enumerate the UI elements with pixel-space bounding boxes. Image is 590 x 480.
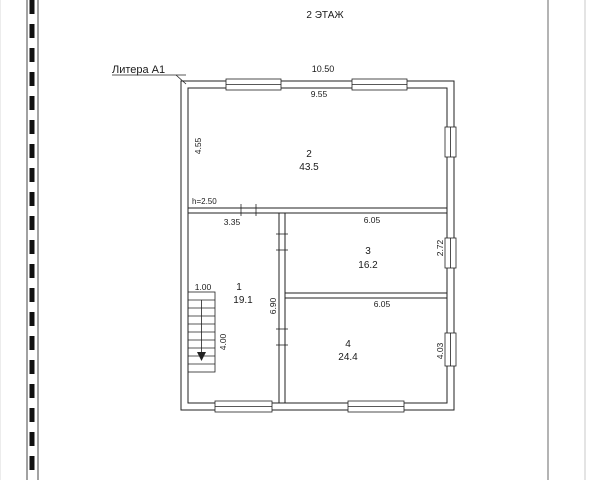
svg-text:1: 1 bbox=[236, 282, 242, 293]
dim-room4-depth: 4.03 bbox=[435, 342, 445, 359]
litera-leader bbox=[175, 74, 187, 85]
dim-room3-width: 6.05 bbox=[364, 215, 381, 225]
room-3-label: 3 16.2 bbox=[358, 246, 378, 271]
svg-text:43.5: 43.5 bbox=[299, 162, 319, 173]
windows-top bbox=[225, 78, 408, 91]
litera-label: Литера А1 bbox=[112, 64, 165, 76]
staircase bbox=[187, 291, 216, 373]
floor-title: 2 ЭТАЖ bbox=[306, 10, 344, 21]
dim-room3-depth: 2.72 bbox=[435, 239, 445, 256]
binding-margin-dashes bbox=[26, 0, 39, 480]
room-2-label: 2 43.5 bbox=[299, 149, 319, 173]
windows-bottom bbox=[214, 400, 405, 413]
dim-stair-length: 4.00 bbox=[218, 333, 228, 350]
svg-text:19.1: 19.1 bbox=[233, 295, 253, 306]
interior-walls bbox=[188, 207, 447, 403]
svg-text:16.2: 16.2 bbox=[358, 260, 378, 271]
room-1-label: 1 19.1 bbox=[233, 282, 253, 306]
ceiling-height: h=2.50 bbox=[192, 197, 217, 206]
dim-room2-depth: 4.55 bbox=[193, 137, 203, 154]
room-4-label: 4 24.4 bbox=[338, 339, 358, 363]
dim-left-depth: 6.90 bbox=[268, 297, 278, 314]
dim-stair-width: 1.00 bbox=[195, 282, 212, 292]
svg-text:24.4: 24.4 bbox=[338, 352, 358, 363]
outer-walls bbox=[180, 80, 455, 411]
door-marks bbox=[240, 204, 288, 346]
dim-corridor-width: 3.35 bbox=[224, 217, 241, 227]
stair-direction-arrow-icon bbox=[197, 352, 206, 361]
svg-text:2: 2 bbox=[306, 149, 312, 160]
svg-text:4: 4 bbox=[345, 339, 351, 350]
windows-right bbox=[444, 126, 457, 367]
svg-text:3: 3 bbox=[365, 246, 371, 257]
dim-room4-width: 6.05 bbox=[374, 299, 391, 309]
dim-overall-width: 10.50 bbox=[312, 64, 335, 74]
dim-room2-width: 9.55 bbox=[311, 89, 328, 99]
